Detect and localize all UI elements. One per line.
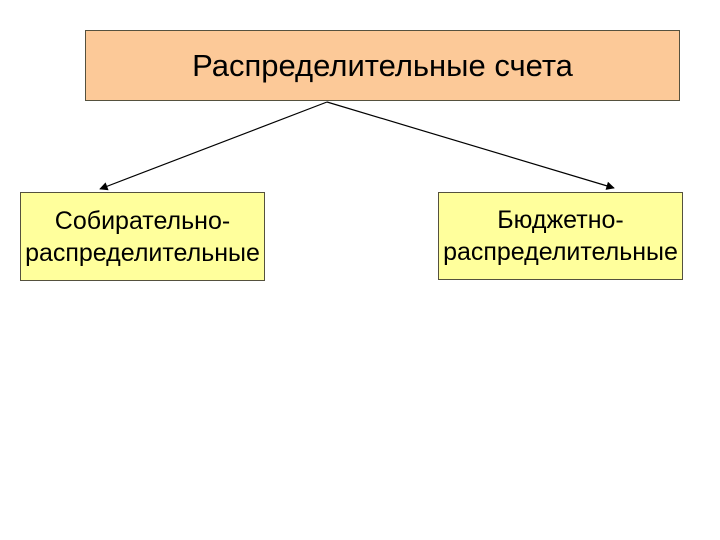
node-budget-distribution-line2: распределительные <box>443 238 678 266</box>
node-distribution-accounts-label: Распределительные счета <box>192 47 573 83</box>
arrow-to-left-node <box>99 101 328 191</box>
node-collection-distribution-line2: распределительные <box>25 238 260 267</box>
node-collection-distribution: Собирательно- распределительные <box>20 192 265 281</box>
arrow-to-right-node <box>326 101 615 190</box>
node-collection-distribution-line1: Собирательно- <box>54 206 231 235</box>
node-distribution-accounts: Распределительные счета <box>85 30 680 101</box>
node-budget-distribution-line1: Бюджетно- <box>497 206 624 234</box>
node-budget-distribution: Бюджетно- распределительные <box>438 192 683 280</box>
